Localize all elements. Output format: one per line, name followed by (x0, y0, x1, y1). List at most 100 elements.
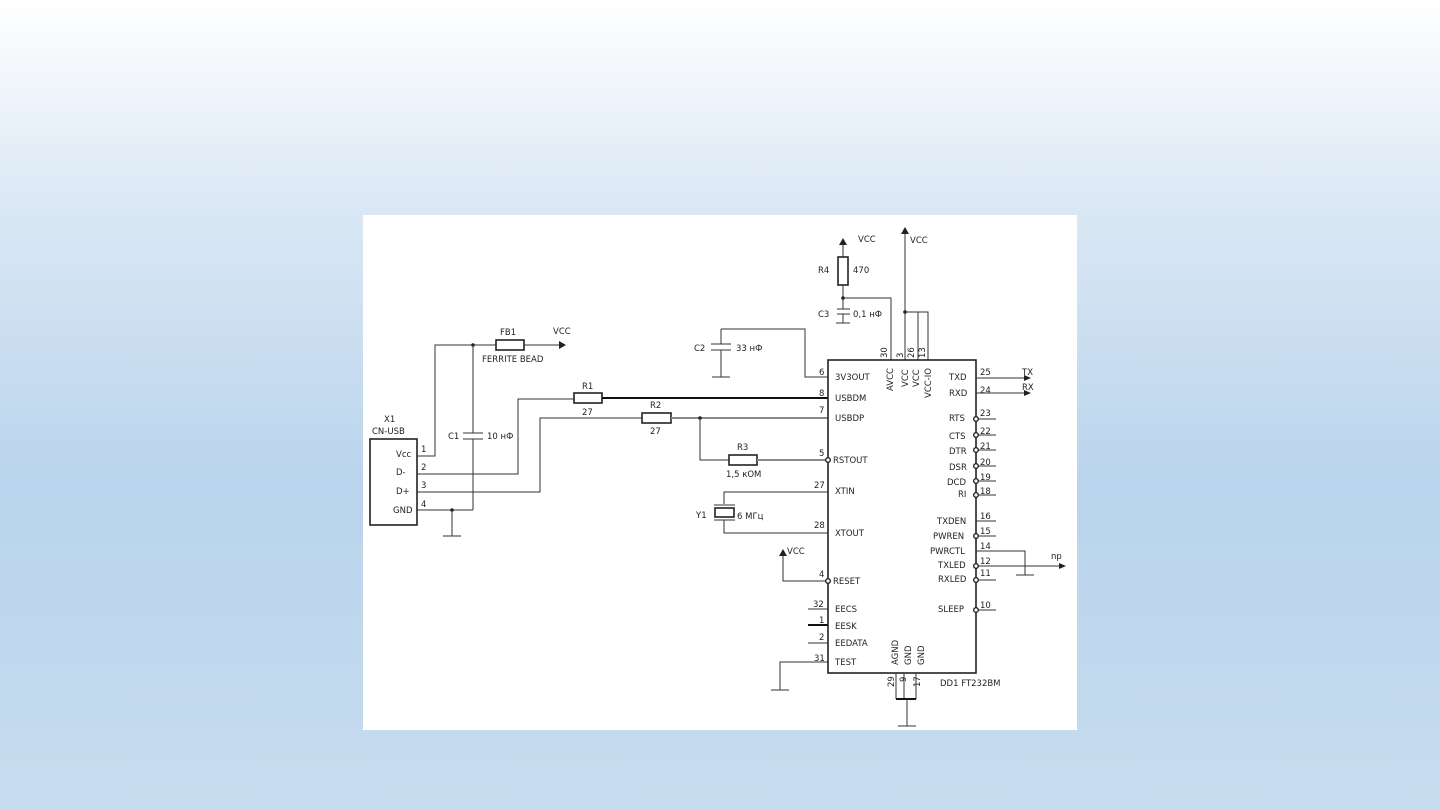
rx-arrow-icon (1024, 390, 1031, 396)
chip-pin-num: 17 (913, 676, 923, 687)
c1-value: 10 нФ (487, 432, 513, 442)
y1-ref: Y1 (695, 511, 707, 521)
chip-bottom-pins: AGND 29 GND 9 GND 17 (887, 639, 927, 687)
chip-pin-name: RSTOUT (833, 456, 868, 466)
usb-pin-name: Vcc (396, 450, 411, 460)
chip-pin-name: DTR (949, 447, 967, 457)
tx-arrow-icon (1024, 375, 1031, 381)
vcc-arrow-icon (901, 227, 909, 234)
pin-marker (825, 578, 832, 585)
chip-pin-num: 22 (980, 427, 991, 437)
pin-marker (973, 607, 980, 614)
ft232bm-chip (827, 359, 977, 674)
wire-pwrctl-ground (976, 550, 1034, 576)
wire-test-ground (771, 661, 828, 691)
vcc-arrow-icon (559, 341, 566, 349)
chip-pin-num: 1 (819, 616, 824, 626)
usb-connector (369, 438, 418, 526)
chip-left-pins: 6 3V3OUT 8 USBDM 7 USBDP 5 RSTOUT 27 XTI… (813, 368, 871, 668)
chip-pin-name: PWREN (933, 532, 964, 542)
chip-pin-name: AGND (891, 639, 901, 665)
chip-pin-name: VCC (912, 369, 922, 387)
r3-body (728, 454, 758, 466)
r2-value: 27 (650, 427, 661, 437)
wire-xtout (723, 520, 828, 534)
vcc-arrow-icon (839, 238, 847, 245)
chip-pin-num: 12 (980, 557, 991, 567)
c1-ref: C1 (448, 432, 459, 442)
chip-pin-num: 20 (980, 458, 991, 468)
chip-pin-name: USBDM (835, 394, 866, 404)
chip-pin-num: 26 (907, 347, 917, 358)
chip-pin-num: 23 (980, 409, 991, 419)
chip-pin-num: 2 (819, 633, 824, 643)
chip-pin-name: EEDATA (835, 639, 868, 649)
chip-right-pins: TXD 25 RXD 24 RTS 23 CTS 22 DTR 21 DSR 2… (930, 368, 991, 615)
chip-pin-name: RXLED (938, 575, 967, 585)
r4-vcc-label: VCC (858, 235, 876, 245)
usb-pin-name: D+ (396, 487, 410, 497)
usb-pin-num: 1 (421, 445, 426, 455)
wire-3v3out (721, 328, 828, 378)
c3-plates (837, 308, 850, 315)
schematic-image: X1 CN-USB Vcc D- D+ GND 1 2 3 4 FB1 FERR… (363, 215, 1077, 730)
fb1-ref: FB1 (500, 328, 516, 338)
chip-pin-num: 16 (980, 512, 991, 522)
c2-ref: C2 (694, 344, 705, 354)
chip-pin-num: 30 (880, 347, 890, 358)
chip-pin-name: 3V3OUT (835, 373, 871, 383)
chip-pin-name: GND (917, 645, 927, 665)
chip-pin-name: RXD (949, 389, 968, 399)
usb-pin-num: 2 (421, 463, 426, 473)
c2-value: 33 нФ (736, 344, 762, 354)
wire-usb-dminus (417, 398, 574, 475)
chip-pin-num: 28 (814, 521, 825, 531)
chip-pin-num: 25 (980, 368, 991, 378)
r1-body (573, 392, 603, 404)
chip-pin-num: 31 (814, 654, 825, 664)
r2-ref: R2 (650, 401, 661, 411)
c3-ref: C3 (818, 310, 829, 320)
r4-body (837, 256, 849, 286)
reset-vcc-label: VCC (787, 547, 805, 557)
ground-symbol-chip (898, 699, 916, 727)
chip-pin-name: VCC-IO (924, 368, 934, 398)
chip-pin-num: 3 (896, 353, 906, 358)
c3-value: 0,1 нФ (853, 310, 882, 320)
wire-reset (782, 555, 828, 582)
chip-pin-name: RI (958, 490, 966, 500)
wire-avcc (843, 297, 892, 360)
vcc-arrow-icon (779, 549, 787, 556)
chip-pin-num: 19 (980, 473, 991, 483)
tx-label: TX (1021, 368, 1033, 378)
wire-r3-left (699, 418, 729, 461)
top-vcc-label: VCC (910, 236, 928, 246)
chip-label: DD1 FT232BM (940, 679, 1001, 689)
chip-pin-name: CTS (949, 432, 966, 442)
wire-xtin (723, 491, 828, 504)
x1-type: CN-USB (372, 427, 405, 437)
chip-pin-num: 14 (980, 542, 991, 552)
chip-pin-name: TXLED (937, 561, 966, 571)
pin-marker (973, 563, 980, 570)
np-label: np (1051, 552, 1062, 562)
chip-pin-name: EESK (835, 622, 857, 632)
chip-pin-name: TXDEN (936, 517, 966, 527)
chip-pin-name: RESET (833, 577, 861, 587)
c2-to-ground (711, 329, 731, 378)
chip-pin-name: TXD (948, 373, 967, 383)
usb-pin-num: 3 (421, 481, 426, 491)
chip-pin-name: XTIN (835, 487, 855, 497)
chip-pin-num: 32 (813, 600, 824, 610)
r1-value: 27 (582, 408, 593, 418)
rx-label: RX (1022, 383, 1034, 393)
pin-marker (973, 533, 980, 540)
r2-body (641, 412, 672, 424)
c1-plates (463, 432, 483, 440)
pin-marker (973, 446, 980, 453)
usb-pin-num: 4 (421, 500, 426, 510)
chip-pin-name: XTOUT (835, 529, 865, 539)
chip-pin-name: GND (904, 645, 914, 665)
fb1-body (495, 339, 525, 351)
r4-value: 470 (853, 266, 869, 276)
